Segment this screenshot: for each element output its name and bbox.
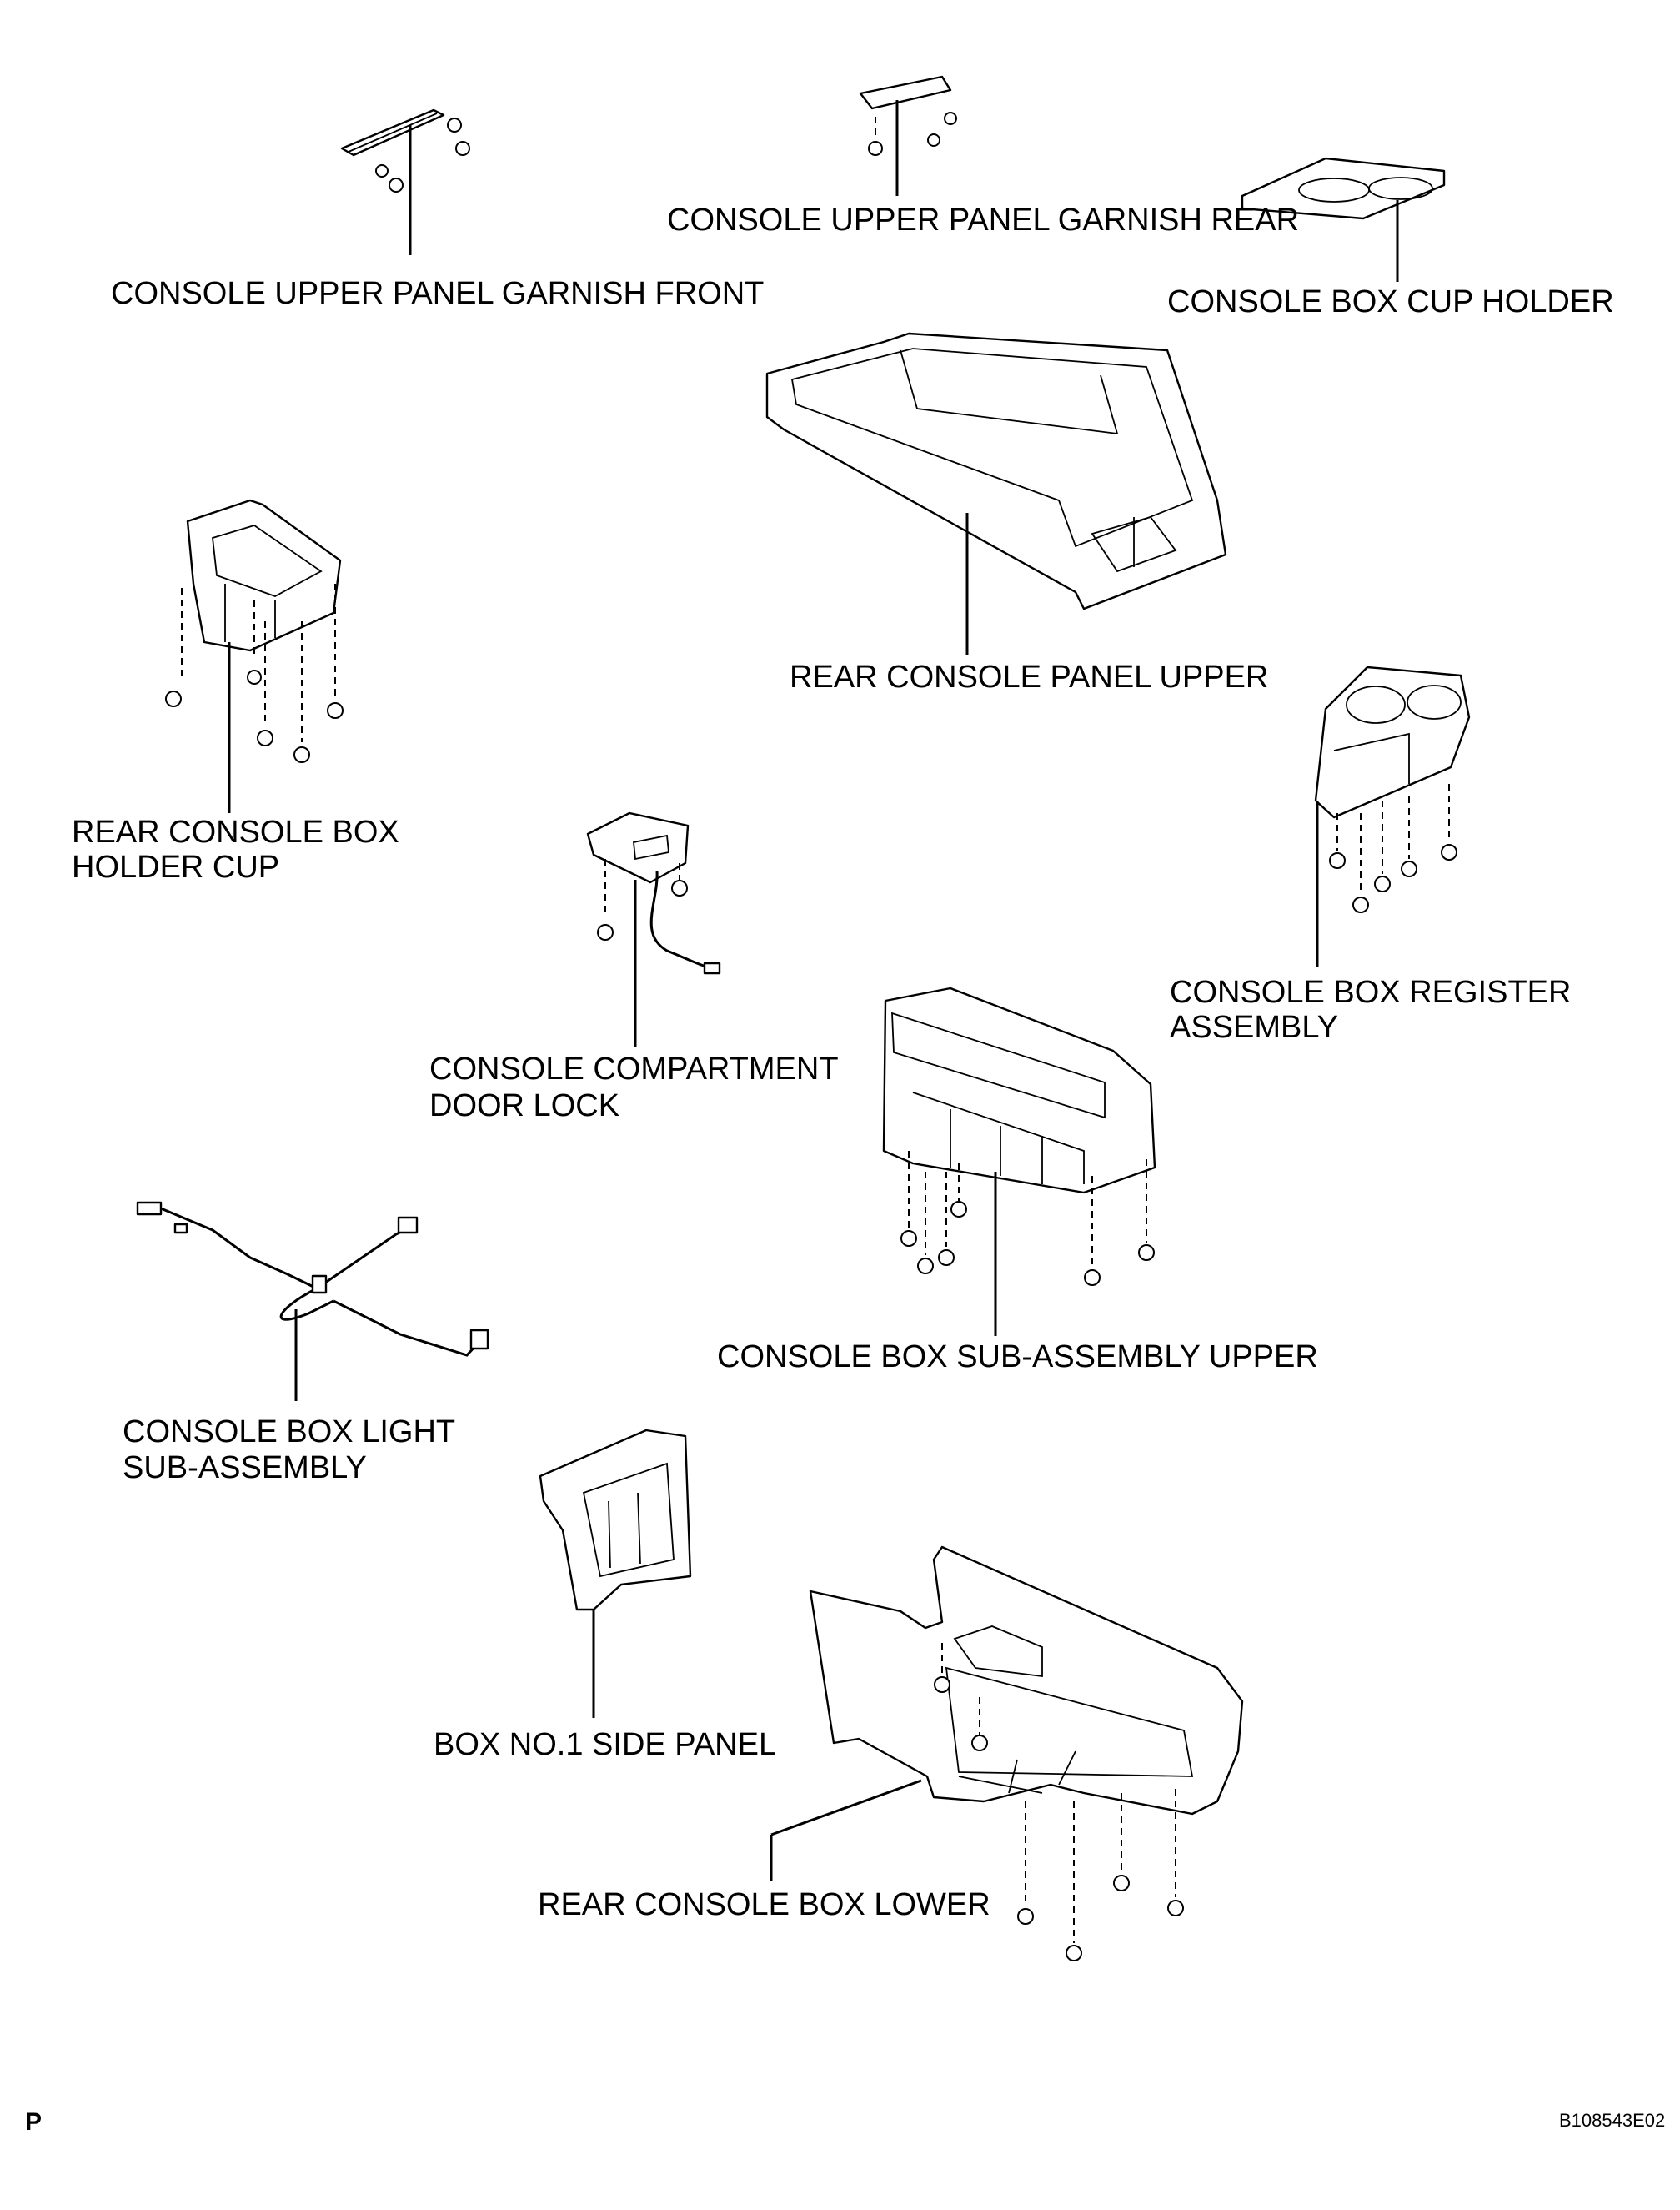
cup-holder-part <box>1241 157 1446 282</box>
label-light-line2: SUB-ASSEMBLY <box>123 1450 367 1485</box>
label-garnish-front: CONSOLE UPPER PANEL GARNISH FRONT <box>111 276 765 311</box>
register-part <box>1314 666 1471 967</box>
garnish-front-part <box>340 108 470 255</box>
corner-mark: P <box>25 2108 43 2136</box>
label-light-line1: CONSOLE BOX LIGHT <box>123 1414 456 1449</box>
light-part <box>136 1201 489 1401</box>
label-sub-upper: CONSOLE BOX SUB-ASSEMBLY UPPER <box>717 1339 1318 1374</box>
side-panel-part <box>539 1429 692 1718</box>
box-lower-part <box>770 1545 1244 1961</box>
label-register-line1: CONSOLE BOX REGISTER <box>1170 975 1572 1010</box>
label-holder-cup-line2: HOLDER CUP <box>72 850 280 885</box>
label-door-lock-line2: DOOR LOCK <box>429 1088 620 1123</box>
label-holder-cup-line1: REAR CONSOLE BOX <box>72 815 399 850</box>
label-garnish-rear: CONSOLE UPPER PANEL GARNISH REAR <box>667 203 1300 238</box>
label-panel-upper: REAR CONSOLE PANEL UPPER <box>790 660 1269 695</box>
label-box-lower: REAR CONSOLE BOX LOWER <box>538 1887 990 1922</box>
door-lock-part <box>586 811 721 1047</box>
label-door-lock-line1: CONSOLE COMPARTMENT <box>429 1052 839 1087</box>
figure-code: B108543E02 <box>1559 2110 1666 2131</box>
holder-cup-part <box>165 499 344 813</box>
garnish-rear-part <box>859 75 957 196</box>
sub-upper-part <box>882 987 1156 1336</box>
panel-upper-part <box>765 332 1227 655</box>
label-cup-holder: CONSOLE BOX CUP HOLDER <box>1167 284 1614 319</box>
label-register-line2: ASSEMBLY <box>1170 1010 1339 1045</box>
label-side-panel: BOX NO.1 SIDE PANEL <box>434 1727 777 1762</box>
